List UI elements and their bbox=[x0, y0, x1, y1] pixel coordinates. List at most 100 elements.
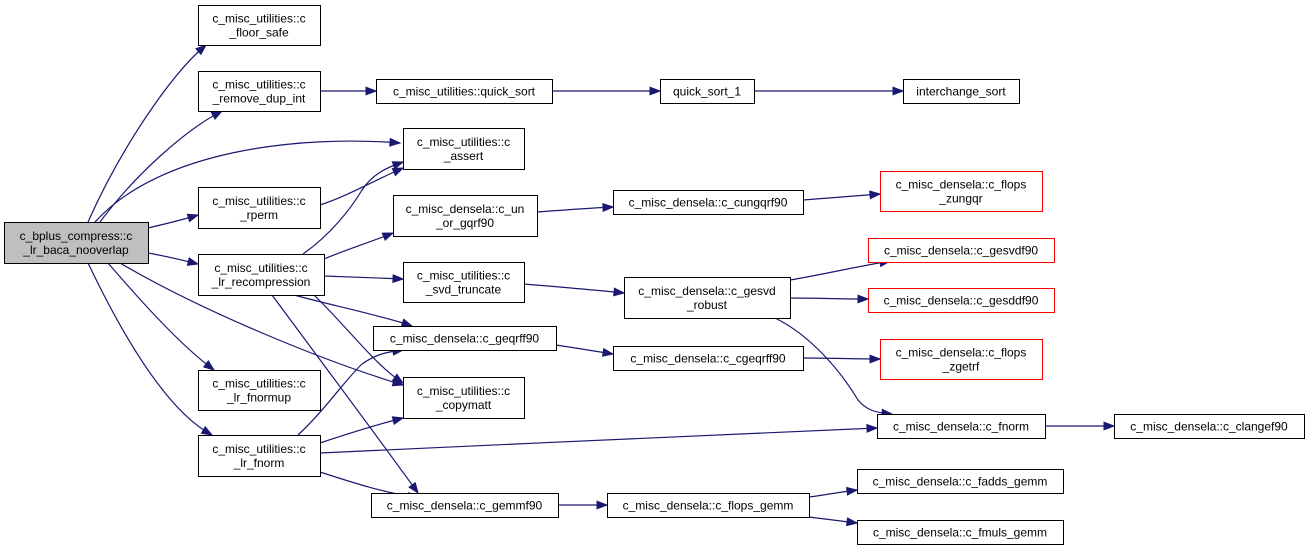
node-label-line: c_misc_densela::c_gesvdf90 bbox=[884, 244, 1038, 258]
node-box bbox=[613, 346, 804, 371]
node-root[interactable]: c_bplus_compress::c_lr_baca_nooverlap bbox=[4, 222, 149, 264]
node-gesvdf90[interactable]: c_misc_densela::c_gesvdf90 bbox=[868, 238, 1055, 263]
edge-root-to-lr-fnormup bbox=[107, 262, 216, 371]
node-gemmf90[interactable]: c_misc_densela::c_gemmf90 bbox=[371, 493, 559, 518]
node-fnorm[interactable]: c_misc_densela::c_fnorm bbox=[877, 414, 1046, 439]
edge-geqrff90-to-cgeqrff90 bbox=[555, 344, 615, 357]
node-label-line: c_misc_densela::c_geqrff90 bbox=[390, 332, 540, 346]
node-clangef90[interactable]: c_misc_densela::c_clangef90 bbox=[1114, 414, 1305, 439]
node-lr-recompression[interactable]: c_misc_utilities::c_lr_recompression bbox=[198, 254, 325, 296]
node-flops-gemm[interactable]: c_misc_densela::c_flops_gemm bbox=[607, 493, 810, 518]
edge-rperm-to-assert bbox=[319, 167, 405, 206]
node-label-line: c_misc_densela::c_clangef90 bbox=[1130, 420, 1288, 434]
node-label-line: c_misc_densela::c_gemmf90 bbox=[387, 499, 543, 513]
node-floor-safe[interactable]: c_misc_utilities::c_floor_safe bbox=[198, 5, 321, 46]
node-assert[interactable]: c_misc_utilities::c_assert bbox=[403, 128, 525, 170]
node-box bbox=[607, 493, 810, 518]
node-label-line: c_misc_densela::c_un bbox=[406, 202, 525, 216]
edge-svd-truncate-to-gesvd-robust bbox=[523, 283, 626, 297]
edge-root-to-lr-fnorm bbox=[87, 262, 214, 436]
edge-lr-recompression-to-svd-truncate bbox=[323, 274, 405, 284]
node-quick-sort-1[interactable]: quick_sort_1 bbox=[660, 79, 755, 104]
node-label-line: c_misc_densela::c_fadds_gemm bbox=[873, 475, 1048, 489]
node-label-line: c_misc_utilities::c bbox=[417, 384, 510, 398]
node-fadds-gemm[interactable]: c_misc_densela::c_fadds_gemm bbox=[857, 469, 1064, 494]
edge-flops-gemm-to-fadds-gemm bbox=[808, 486, 859, 498]
node-label-line: _svd_truncate bbox=[425, 283, 502, 297]
node-box bbox=[4, 222, 149, 264]
node-label-line: _zgetrf bbox=[942, 360, 980, 374]
edge-lr-recompression-to-gemmf90 bbox=[271, 294, 419, 495]
edge-gemmf90-to-flops-gemm bbox=[558, 500, 609, 510]
node-label-line: _lr_baca_nooverlap bbox=[22, 243, 129, 257]
node-box bbox=[1114, 414, 1305, 439]
node-label-line: interchange_sort bbox=[916, 85, 1006, 99]
node-label-line: c_misc_densela::c_flops_gemm bbox=[623, 499, 794, 513]
node-label-line: quick_sort_1 bbox=[673, 85, 741, 99]
node-label-line: _floor_safe bbox=[228, 26, 289, 40]
node-gesvd-robust[interactable]: c_misc_densela::c_gesvd_robust bbox=[624, 277, 791, 319]
node-label-line: _copymatt bbox=[435, 398, 492, 412]
node-un-or-gqrf90[interactable]: c_misc_densela::c_un_or_gqrf90 bbox=[393, 195, 538, 237]
edge-flops-gemm-to-fmuls-gemm bbox=[808, 516, 859, 527]
node-label-line: c_misc_densela::c_gesddf90 bbox=[884, 294, 1039, 308]
node-label-line: _robust bbox=[686, 298, 728, 312]
edge-un-or-gqrf90-to-cungqrf90 bbox=[536, 202, 615, 213]
node-box bbox=[880, 339, 1043, 380]
node-lr-fnorm[interactable]: c_misc_utilities::c_lr_fnorm bbox=[198, 435, 321, 477]
node-interchange-sort[interactable]: interchange_sort bbox=[903, 79, 1020, 104]
edge-lr-recompression-to-geqrff90 bbox=[293, 294, 414, 327]
node-label-line: c_misc_densela::c_fmuls_gemm bbox=[873, 526, 1047, 540]
node-box bbox=[198, 370, 321, 411]
node-box bbox=[877, 414, 1046, 439]
node-cgeqrff90[interactable]: c_misc_densela::c_cgeqrff90 bbox=[613, 346, 804, 371]
node-lr-fnormup[interactable]: c_misc_utilities::c_lr_fnormup bbox=[198, 370, 321, 411]
node-box bbox=[903, 79, 1020, 104]
node-label-line: c_misc_utilities::c bbox=[212, 377, 305, 391]
node-box bbox=[403, 128, 525, 170]
node-flops-zgetrf[interactable]: c_misc_densela::c_flops_zgetrf bbox=[880, 339, 1043, 380]
edge-quick-sort-1-to-interchange-sort bbox=[754, 86, 905, 96]
node-box bbox=[373, 326, 557, 351]
node-quick-sort[interactable]: c_misc_utilities::quick_sort bbox=[376, 79, 553, 104]
node-box bbox=[403, 262, 525, 303]
node-label-line: _assert bbox=[443, 149, 484, 163]
node-label-line: c_misc_utilities::c bbox=[212, 12, 305, 26]
edge-lr-recompression-to-un-or-gqrf90 bbox=[323, 232, 395, 260]
edge-lr-recompression-to-copymatt bbox=[313, 294, 405, 384]
node-box bbox=[198, 5, 321, 46]
edge-root-to-assert bbox=[94, 137, 402, 223]
node-box bbox=[868, 288, 1055, 313]
node-rperm[interactable]: c_misc_utilities::c_rperm bbox=[198, 187, 321, 229]
node-gesddf90[interactable]: c_misc_densela::c_gesddf90 bbox=[868, 288, 1055, 313]
edge-gesvd-robust-to-gesddf90 bbox=[789, 294, 870, 304]
node-copymatt[interactable]: c_misc_utilities::c_copymatt bbox=[403, 377, 525, 419]
edge-remove-dup-int-to-quick-sort bbox=[320, 86, 378, 96]
node-fmuls-gemm[interactable]: c_misc_densela::c_fmuls_gemm bbox=[857, 520, 1064, 545]
node-label-line: c_misc_densela::c_fnorm bbox=[893, 420, 1029, 434]
node-label-line: c_misc_utilities::c bbox=[212, 194, 305, 208]
node-label-line: c_misc_utilities::quick_sort bbox=[393, 85, 536, 99]
node-box bbox=[880, 171, 1043, 212]
node-label-line: _remove_dup_int bbox=[212, 92, 306, 106]
node-box bbox=[857, 520, 1064, 545]
node-label-line: c_misc_densela::c_flops bbox=[896, 178, 1027, 192]
edge-fnorm-to-clangef90 bbox=[1045, 421, 1116, 431]
node-label-line: _lr_fnormup bbox=[226, 391, 291, 405]
node-label-line: _or_gqrf90 bbox=[435, 216, 494, 230]
edge-root-to-rperm bbox=[147, 213, 200, 229]
node-flops-zungqr[interactable]: c_misc_densela::c_flops_zungqr bbox=[880, 171, 1043, 212]
node-label-line: c_misc_utilities::c bbox=[212, 78, 305, 92]
node-label-line: c_misc_densela::c_cgeqrff90 bbox=[630, 352, 786, 366]
node-geqrff90[interactable]: c_misc_densela::c_geqrff90 bbox=[373, 326, 557, 351]
node-box bbox=[198, 187, 321, 229]
node-label-line: c_misc_utilities::c bbox=[214, 261, 307, 275]
node-svd-truncate[interactable]: c_misc_utilities::c_svd_truncate bbox=[403, 262, 525, 303]
edge-cgeqrff90-to-flops-zgetrf bbox=[802, 354, 882, 364]
node-remove-dup-int[interactable]: c_misc_utilities::c_remove_dup_int bbox=[198, 71, 321, 112]
node-cungqrf90[interactable]: c_misc_densela::c_cungqrf90 bbox=[613, 190, 804, 215]
edge-lr-fnorm-to-fnorm bbox=[319, 423, 879, 454]
node-label-line: c_misc_utilities::c bbox=[417, 135, 510, 149]
node-label-line: _lr_recompression bbox=[211, 275, 311, 289]
